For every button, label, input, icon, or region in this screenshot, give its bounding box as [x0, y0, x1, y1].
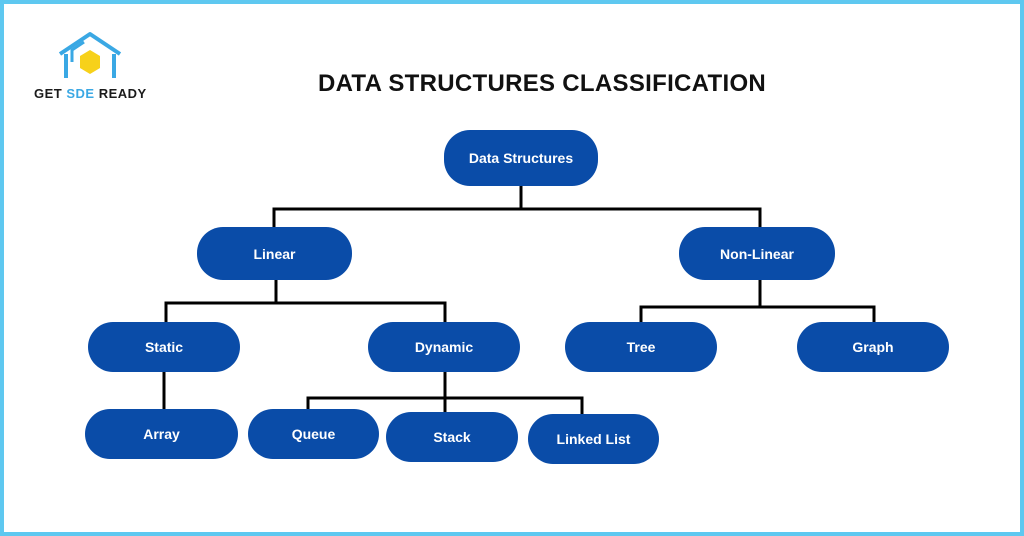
brand-name-part1: GET: [34, 86, 67, 101]
diagram-title: DATA STRUCTURES CLASSIFICATION: [317, 70, 767, 97]
node-dynamic: Dynamic: [368, 322, 520, 372]
brand-name-part3: READY: [94, 86, 147, 101]
brand-name: GET SDE READY: [34, 86, 147, 101]
house-hexagon-icon: [58, 32, 122, 78]
edge-linear-children: [164, 278, 447, 326]
node-linear: Linear: [197, 227, 352, 280]
connector-lines: [162, 184, 876, 420]
node-tree: Tree: [565, 322, 717, 372]
node-linked-list: Linked List: [528, 414, 659, 464]
node-graph: Graph: [797, 322, 949, 372]
edge-root-children: [272, 184, 762, 234]
node-non-linear: Non-Linear: [679, 227, 835, 280]
brand-name-part2: SDE: [66, 86, 95, 101]
brand-logo[interactable]: GET SDE READY: [34, 28, 164, 104]
edge-nonlinear-children: [639, 278, 876, 328]
node-array: Array: [85, 409, 238, 459]
edge-dynamic-children: [306, 370, 584, 420]
node-queue: Queue: [248, 409, 379, 459]
node-stack: Stack: [386, 412, 518, 462]
node-data-structures: Data Structures: [444, 130, 598, 186]
node-static: Static: [88, 322, 240, 372]
